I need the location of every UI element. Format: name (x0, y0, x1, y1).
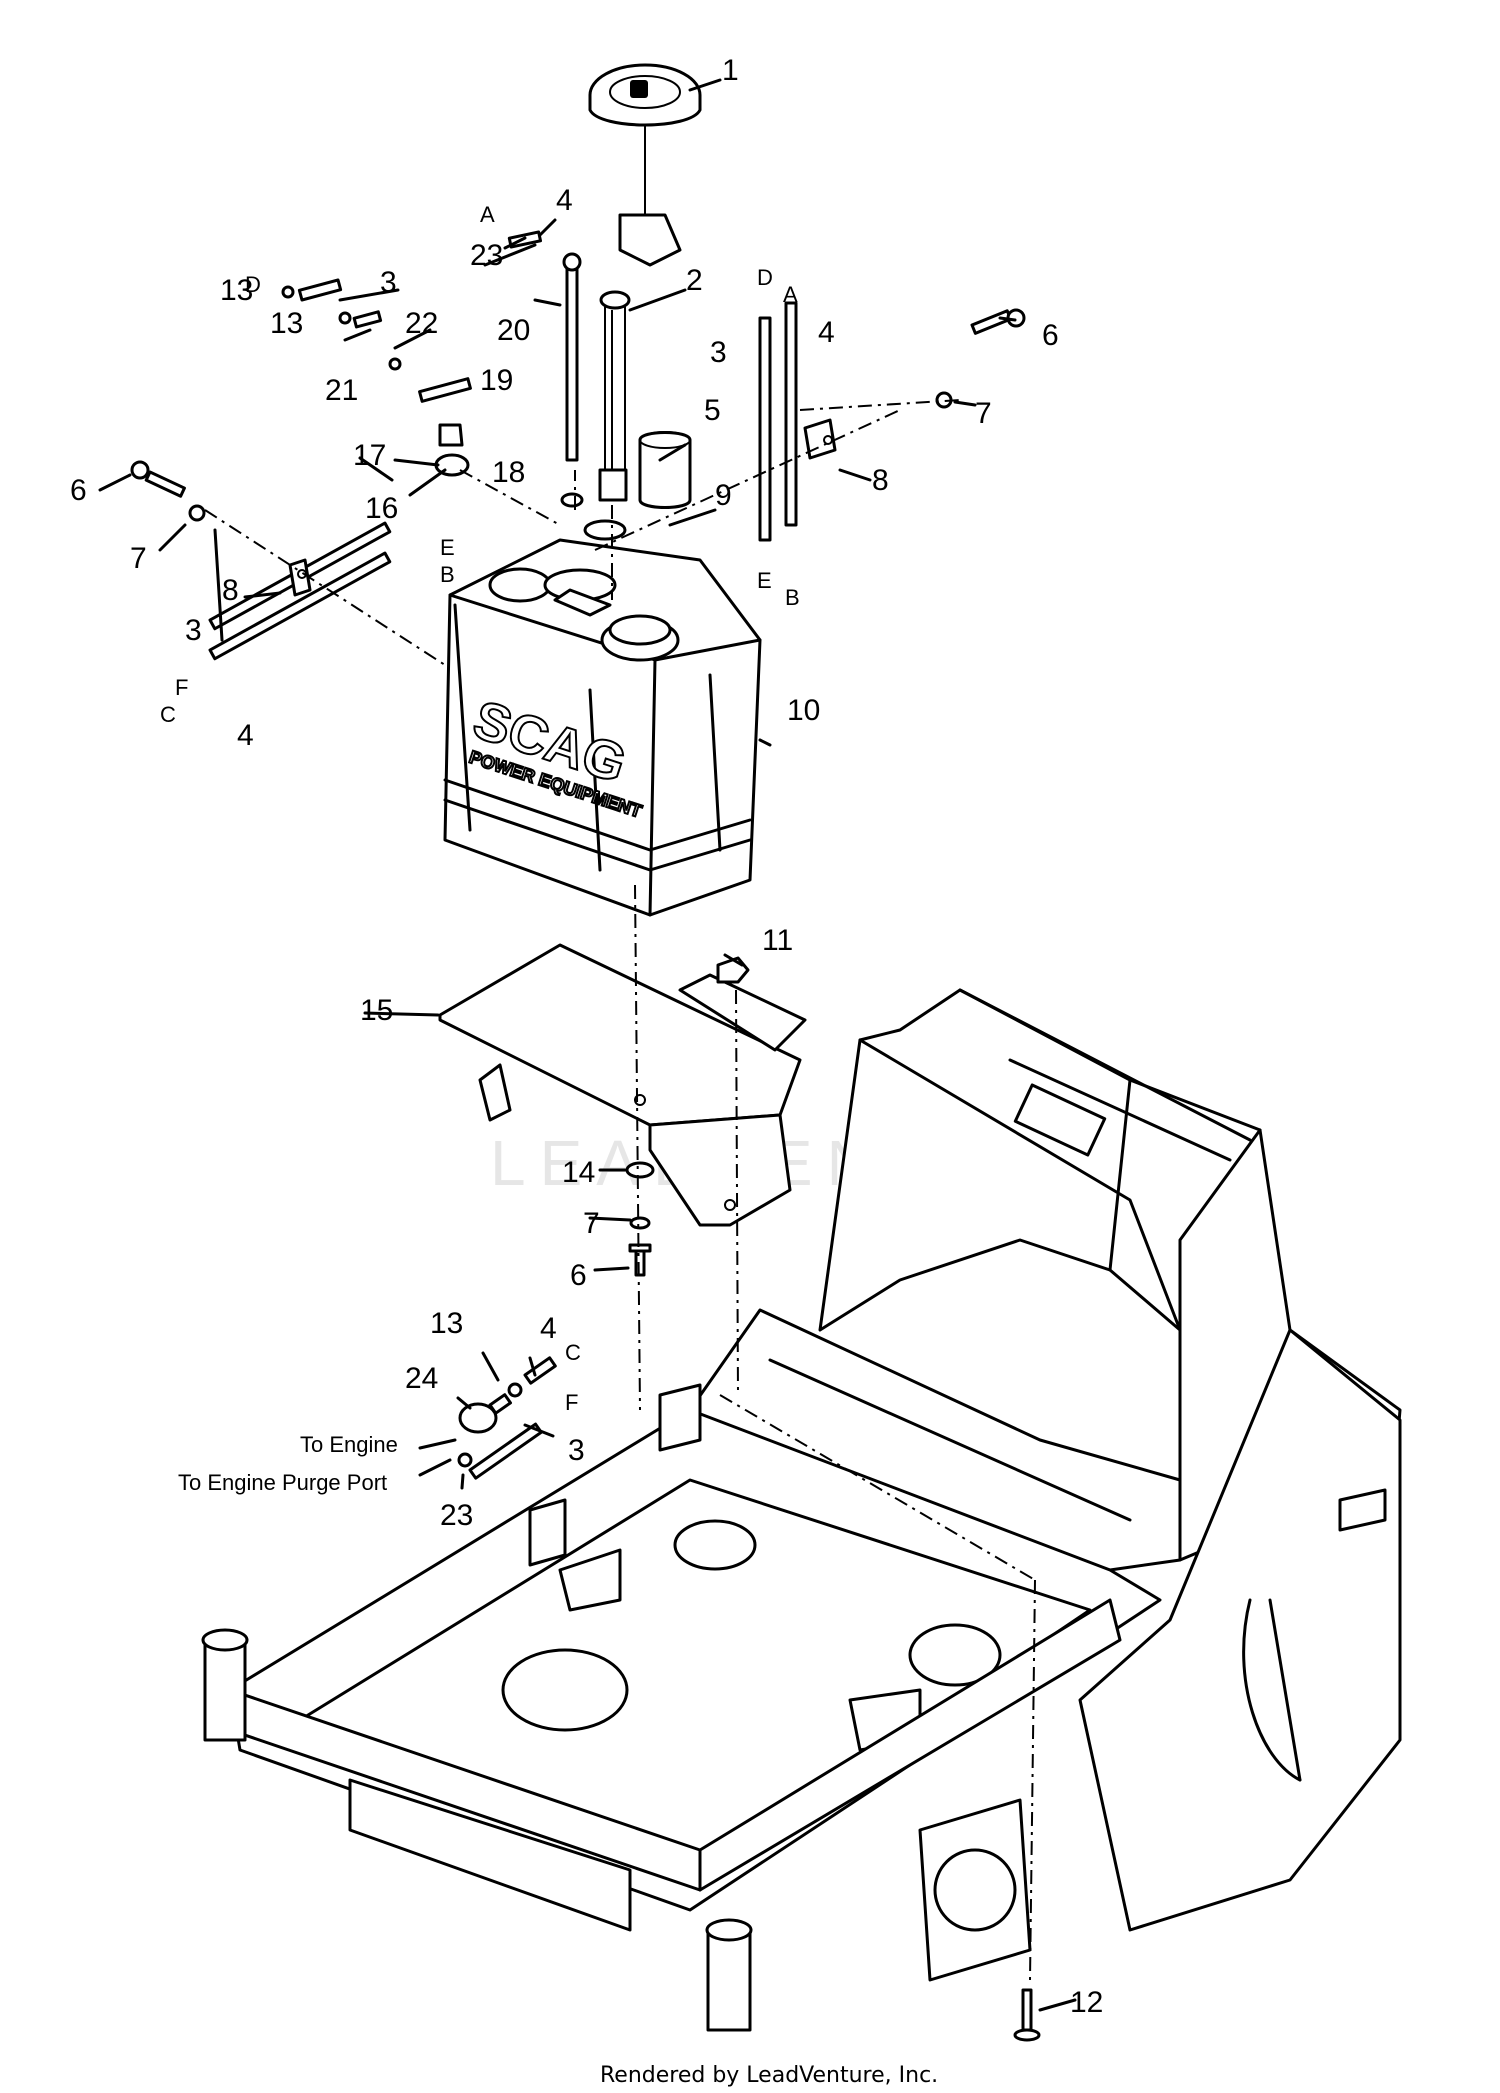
callout-4: 4 (540, 1312, 557, 1345)
callout-19: 19 (480, 364, 513, 397)
hose-letter-B: B (785, 585, 800, 610)
callout-8: 8 (222, 574, 239, 607)
callout-23: 23 (440, 1499, 473, 1532)
callout-16: 16 (365, 492, 398, 525)
callout-4: 4 (237, 719, 254, 752)
hose-letter-labels: A D D A E B E B F C C F (160, 202, 800, 1415)
hose-letter-A: A (783, 282, 798, 307)
routing-notes: To Engine To Engine Purge Port (178, 1432, 398, 1495)
callout-22: 22 (405, 307, 438, 340)
hose-letter-E: E (440, 535, 455, 560)
fuel-cap (588, 63, 702, 267)
hose-letter-C: C (565, 1340, 581, 1365)
callout-11: 11 (762, 924, 793, 957)
hose-letter-D: D (245, 272, 261, 297)
fuel-hoses-right (758, 301, 837, 542)
callout-13: 13 (270, 307, 303, 340)
fuel-tank: SCAG POWER EQUIPMENT (443, 538, 762, 917)
callout-6: 6 (570, 1259, 587, 1292)
callout-18: 18 (492, 456, 525, 489)
callout-20: 20 (497, 314, 530, 347)
callout-12: 12 (1070, 1986, 1103, 2019)
callout-2: 2 (686, 264, 703, 297)
leader-lines (98, 78, 1077, 2012)
hose-letter-A: A (480, 202, 495, 227)
hose-letter-D: D (757, 265, 773, 290)
callout-21: 21 (325, 374, 358, 407)
note-to-engine-purge-port: To Engine Purge Port (178, 1470, 387, 1495)
callout-4: 4 (818, 316, 835, 349)
callout-7: 7 (975, 397, 992, 430)
footer-credit: Rendered by LeadVenture, Inc. (600, 2063, 938, 2088)
callout-15: 15 (360, 994, 393, 1027)
note-to-engine: To Engine (300, 1432, 398, 1457)
callout-23: 23 (470, 239, 503, 272)
chassis-frame (201, 988, 1402, 2032)
callout-7: 7 (130, 542, 147, 575)
tank-mount-bracket (438, 943, 807, 1227)
hose-letter-C: C (160, 702, 176, 727)
hardware-bolts (130, 308, 1041, 2042)
callout-labels: 1 2 3 3 3 3 4 4 4 4 5 6 6 6 7 7 7 8 8 9 … (70, 54, 1103, 2019)
callout-6: 6 (70, 474, 87, 507)
hose-letter-F: F (175, 675, 188, 700)
callout-10: 10 (787, 694, 820, 727)
callout-8: 8 (872, 464, 889, 497)
callout-3: 3 (185, 614, 202, 647)
callout-17: 17 (353, 439, 386, 472)
hose-letter-E: E (757, 568, 772, 593)
callout-1: 1 (722, 54, 739, 87)
fuel-filter-assembly (457, 1356, 557, 1480)
callout-5: 5 (704, 394, 721, 427)
fuel-pickup-assembly (583, 290, 692, 541)
hose-letter-F: F (565, 1390, 578, 1415)
callout-7: 7 (583, 1207, 600, 1240)
callout-13: 13 (430, 1307, 463, 1340)
vent-tube-assembly (281, 230, 584, 508)
callout-3: 3 (710, 336, 727, 369)
callout-13: 13 (220, 274, 253, 307)
callout-3: 3 (380, 266, 397, 299)
assembly-lines (204, 399, 1036, 1981)
callout-9: 9 (715, 479, 732, 512)
callout-14: 14 (562, 1156, 595, 1189)
fuel-hoses-left (208, 521, 392, 661)
callout-3: 3 (568, 1434, 585, 1467)
callout-6: 6 (1042, 319, 1059, 352)
callout-4: 4 (556, 184, 573, 217)
callout-24: 24 (405, 1362, 438, 1395)
hose-letter-B: B (440, 562, 455, 587)
